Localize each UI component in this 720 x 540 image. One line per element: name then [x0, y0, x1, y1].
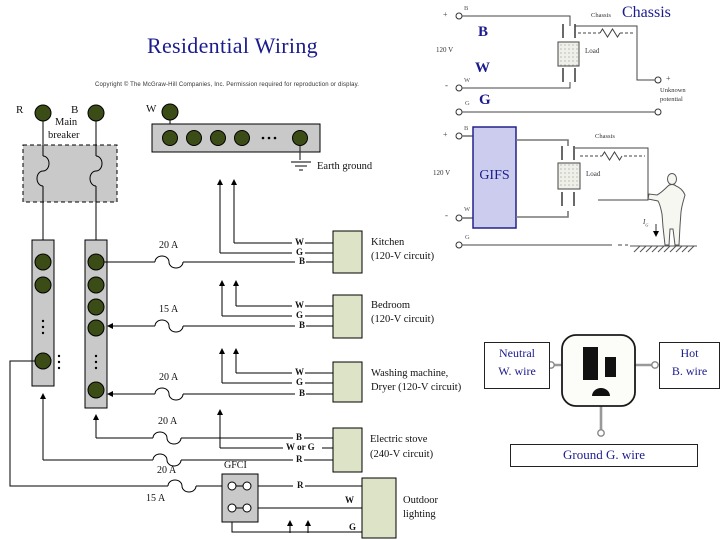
- page-title: Residential Wiring: [147, 33, 318, 58]
- chassis-demo-circuit: [455, 12, 662, 116]
- washing-wire-g: G: [295, 377, 305, 387]
- cd-unknown-2: potential: [660, 96, 683, 103]
- outdoor-wire-w: W: [345, 495, 354, 505]
- bedroom-wire-w: W: [294, 300, 305, 310]
- gd-load: Load: [586, 170, 601, 178]
- outdoor-name: Outdoor: [403, 495, 438, 506]
- cd-plus: +: [443, 10, 448, 19]
- cd-w-small: W: [464, 77, 471, 84]
- kitchen-wire-g: G: [295, 247, 305, 257]
- stove-wire-r: R: [295, 454, 304, 464]
- gd-voltage: 120 V: [433, 169, 451, 177]
- gfci-box: [221, 473, 259, 523]
- cd-g-small: G: [465, 100, 470, 107]
- cd-minus: -: [445, 80, 448, 90]
- stove-wire-worg: W or G: [285, 442, 316, 452]
- washing-subname: Dryer (120-V circuit): [371, 382, 462, 393]
- breaker-outdoor-rating: 15 A: [146, 493, 166, 504]
- breaker-stove-red-rating: 20 A: [157, 465, 177, 476]
- stove-wire-b: B: [295, 432, 304, 442]
- stove-name: Electric stove: [370, 434, 428, 445]
- washing-wire-b: B: [298, 388, 307, 398]
- earth-ground-label: Earth ground: [317, 161, 373, 172]
- breaker-stove-hot-rating: 20 A: [158, 416, 178, 427]
- circuit-load-boxes: [332, 230, 397, 539]
- terminal-b-label: B: [71, 104, 79, 116]
- cd-chassis-small: Chassis: [591, 12, 611, 19]
- main-breaker-label-1: Main: [55, 117, 78, 128]
- washing-name: Washing machine,: [371, 368, 449, 379]
- cd-big-b: B: [478, 24, 489, 40]
- cd-plus-right: +: [666, 74, 671, 83]
- earth-ground-symbol: [291, 146, 311, 171]
- bedroom-circuit-wires: [107, 280, 333, 333]
- gfci-label: GFCI: [224, 460, 247, 471]
- cd-voltage: 120 V: [436, 46, 454, 54]
- neutral-wire-box: Neutral W. wire: [484, 342, 550, 389]
- bedroom-wire-b: B: [298, 320, 307, 330]
- outdoor-wire-r: R: [296, 480, 305, 490]
- washing-circuit-wires: [107, 348, 333, 401]
- ground-wire-label: Ground G. wire: [563, 447, 645, 462]
- cd-big-w: W: [475, 60, 490, 76]
- outdoor-subname: lighting: [403, 509, 436, 520]
- kitchen-wire-b: B: [298, 256, 307, 266]
- neutral-bus-bar: [151, 123, 321, 153]
- main-breaker-assembly: [22, 121, 118, 240]
- ground-hatching: [630, 245, 697, 253]
- cd-b-small: B: [464, 5, 469, 12]
- service-terminals: [34, 103, 179, 124]
- gd-w-small: W: [464, 206, 471, 213]
- bedroom-wire-g: G: [295, 310, 305, 320]
- hot-wire-line2: B. wire: [671, 364, 708, 378]
- breaker-kitchen-rating: 20 A: [159, 240, 179, 251]
- terminal-r-label: R: [16, 104, 24, 116]
- neutral-wire-line2: W. wire: [498, 364, 536, 378]
- terminal-w-label: W: [146, 103, 157, 115]
- cd-unknown-1: Unknown: [660, 87, 686, 94]
- cd-chassis-big: Chassis: [622, 4, 671, 21]
- kitchen-circuit-wires: [104, 179, 333, 269]
- stove-subname: (240-V circuit): [370, 449, 434, 460]
- kitchen-wire-w: W: [294, 237, 305, 247]
- kitchen-subname: (120-V circuit): [371, 251, 435, 262]
- hot-wire-line1: Hot: [680, 346, 699, 360]
- main-breaker-label-2: breaker: [48, 130, 80, 141]
- gd-minus: -: [445, 210, 448, 220]
- person-figure: [647, 173, 686, 246]
- gd-current: IG: [643, 218, 649, 228]
- kitchen-name: Kitchen: [371, 237, 405, 248]
- bedroom-name: Bedroom: [371, 300, 411, 311]
- stove-circuit-wires: [40, 393, 333, 467]
- gd-g-small: G: [465, 234, 470, 241]
- neutral-wire-line1: Neutral: [499, 346, 535, 360]
- hot-bus-bars: [31, 239, 108, 409]
- bedroom-subname: (120-V circuit): [371, 314, 435, 325]
- cd-big-g: G: [479, 92, 491, 108]
- copyright-line: Copyright © The McGraw-Hill Companies, I…: [95, 82, 360, 88]
- gd-b-small: B: [464, 125, 469, 132]
- gd-gifs: GIFS: [479, 168, 510, 183]
- gd-plus: +: [443, 130, 448, 139]
- hot-wire-box: Hot B. wire: [659, 342, 720, 389]
- outdoor-wire-g: G: [349, 522, 357, 532]
- outlet-receptacle: [547, 334, 659, 437]
- breaker-bedroom-rating: 15 A: [159, 304, 179, 315]
- cd-load: Load: [585, 47, 600, 55]
- gfci-demo-circuit: [455, 126, 659, 249]
- washing-wire-w: W: [294, 367, 305, 377]
- gd-chassis-small: Chassis: [595, 133, 615, 140]
- ground-wire-box: Ground G. wire: [510, 444, 698, 467]
- breaker-washing-rating: 20 A: [159, 372, 179, 383]
